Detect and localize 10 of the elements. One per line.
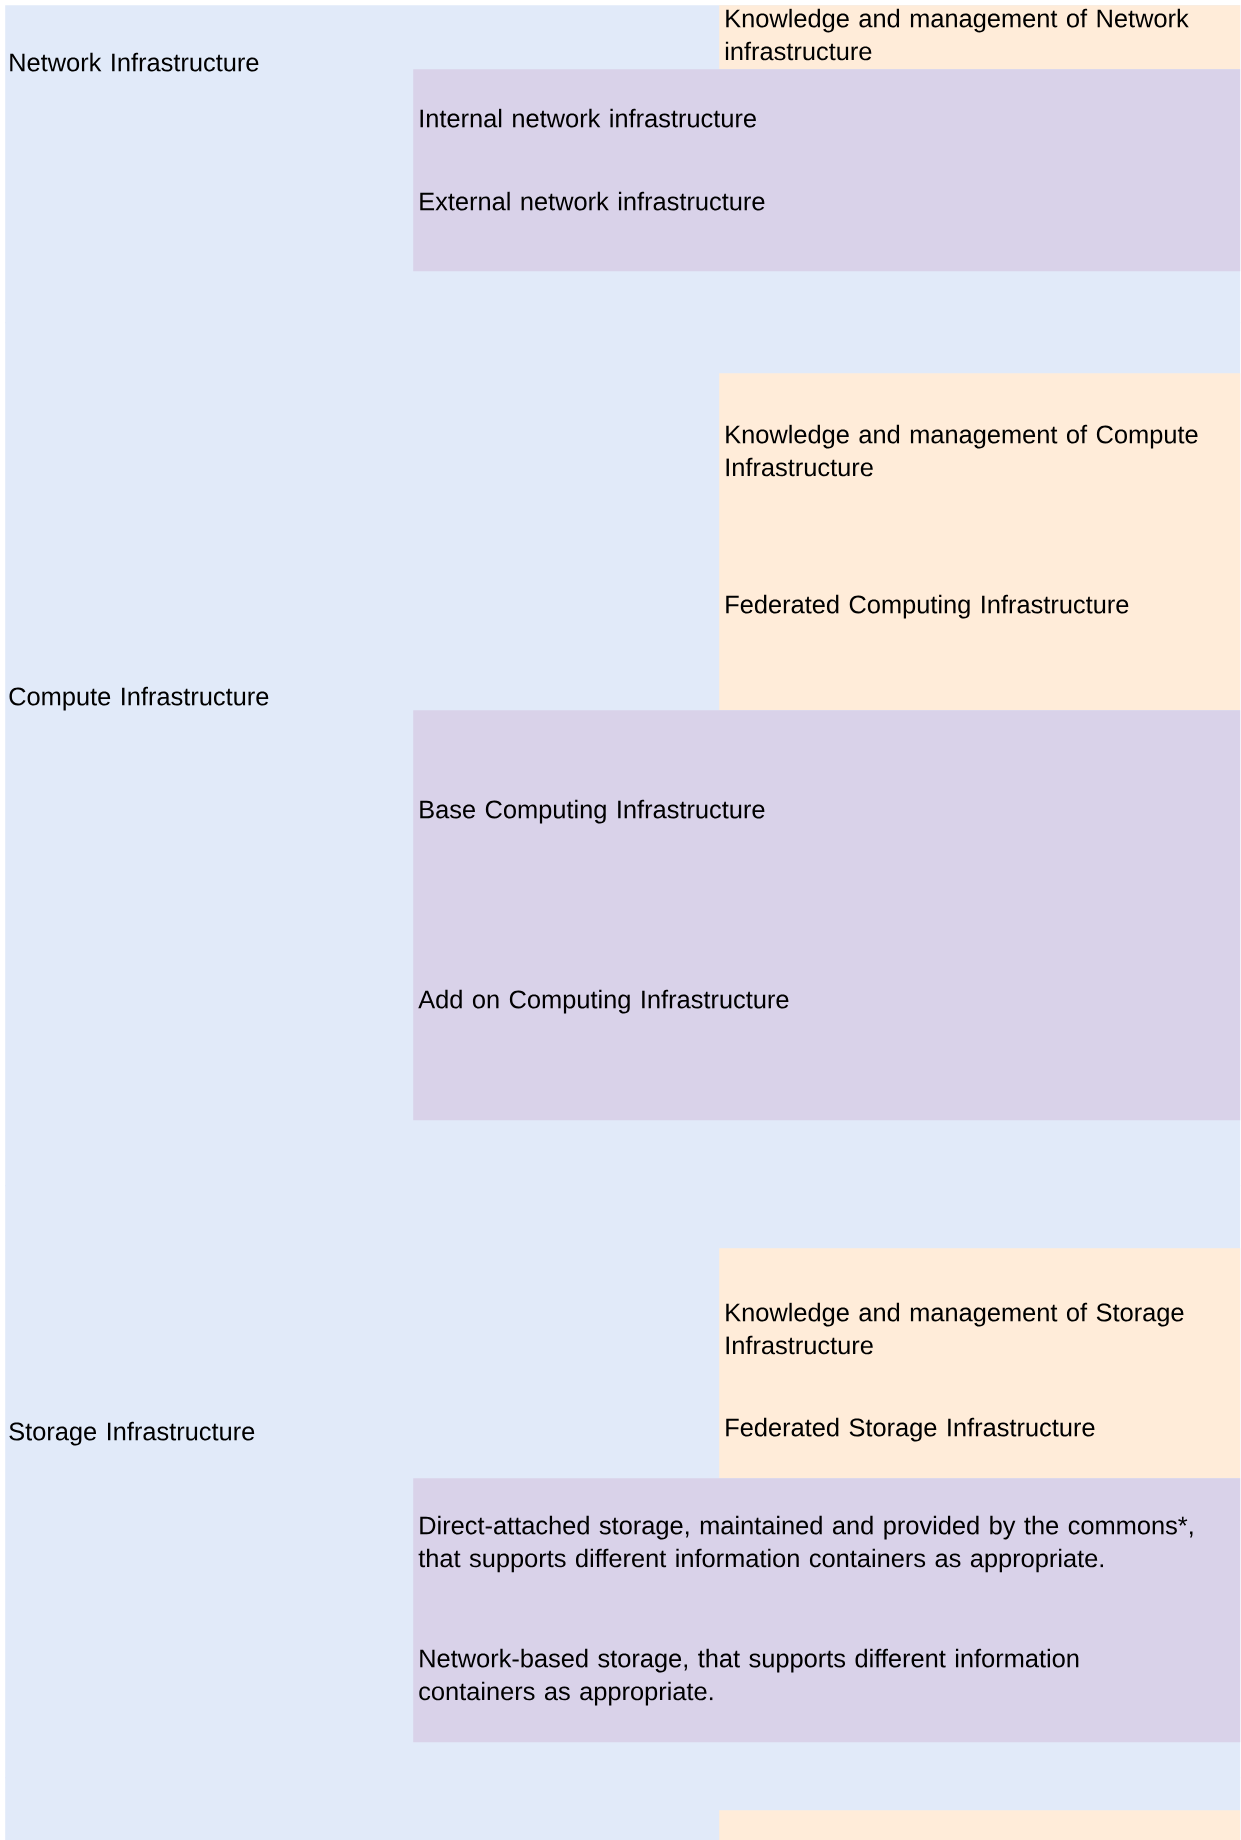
infrastructure-box: Direct-attached storage, maintained and provided by the commons*, that supports different information containers as appropriate. Network-based storage, that supports different information containers as appropriate. — [413, 1478, 1241, 1743]
knowledge-box: Knowledge and management of Network infrastructure — [719, 5, 1241, 70]
knowledge-box — [719, 1810, 1241, 1840]
node-label: Network Infrastructure — [10, 52, 259, 72]
node-label: Storage Infrastructure — [9, 1421, 255, 1446]
infrastructure-box: Base Computing Infrastructure Add on Computing Infrastructure — [413, 710, 1241, 1121]
infrastructure-box: Internal network infrastructure External network infrastructure — [413, 69, 1241, 272]
knowledge-box: Knowledge and management of Compute Infrastructure Federated Computing Infrastructure — [719, 373, 1241, 711]
knowledge-box: Knowledge and management of Storage Infrastructure Federated Storage Infrastructure — [719, 1248, 1241, 1479]
node-label: Compute Infrastructure — [9, 686, 269, 711]
